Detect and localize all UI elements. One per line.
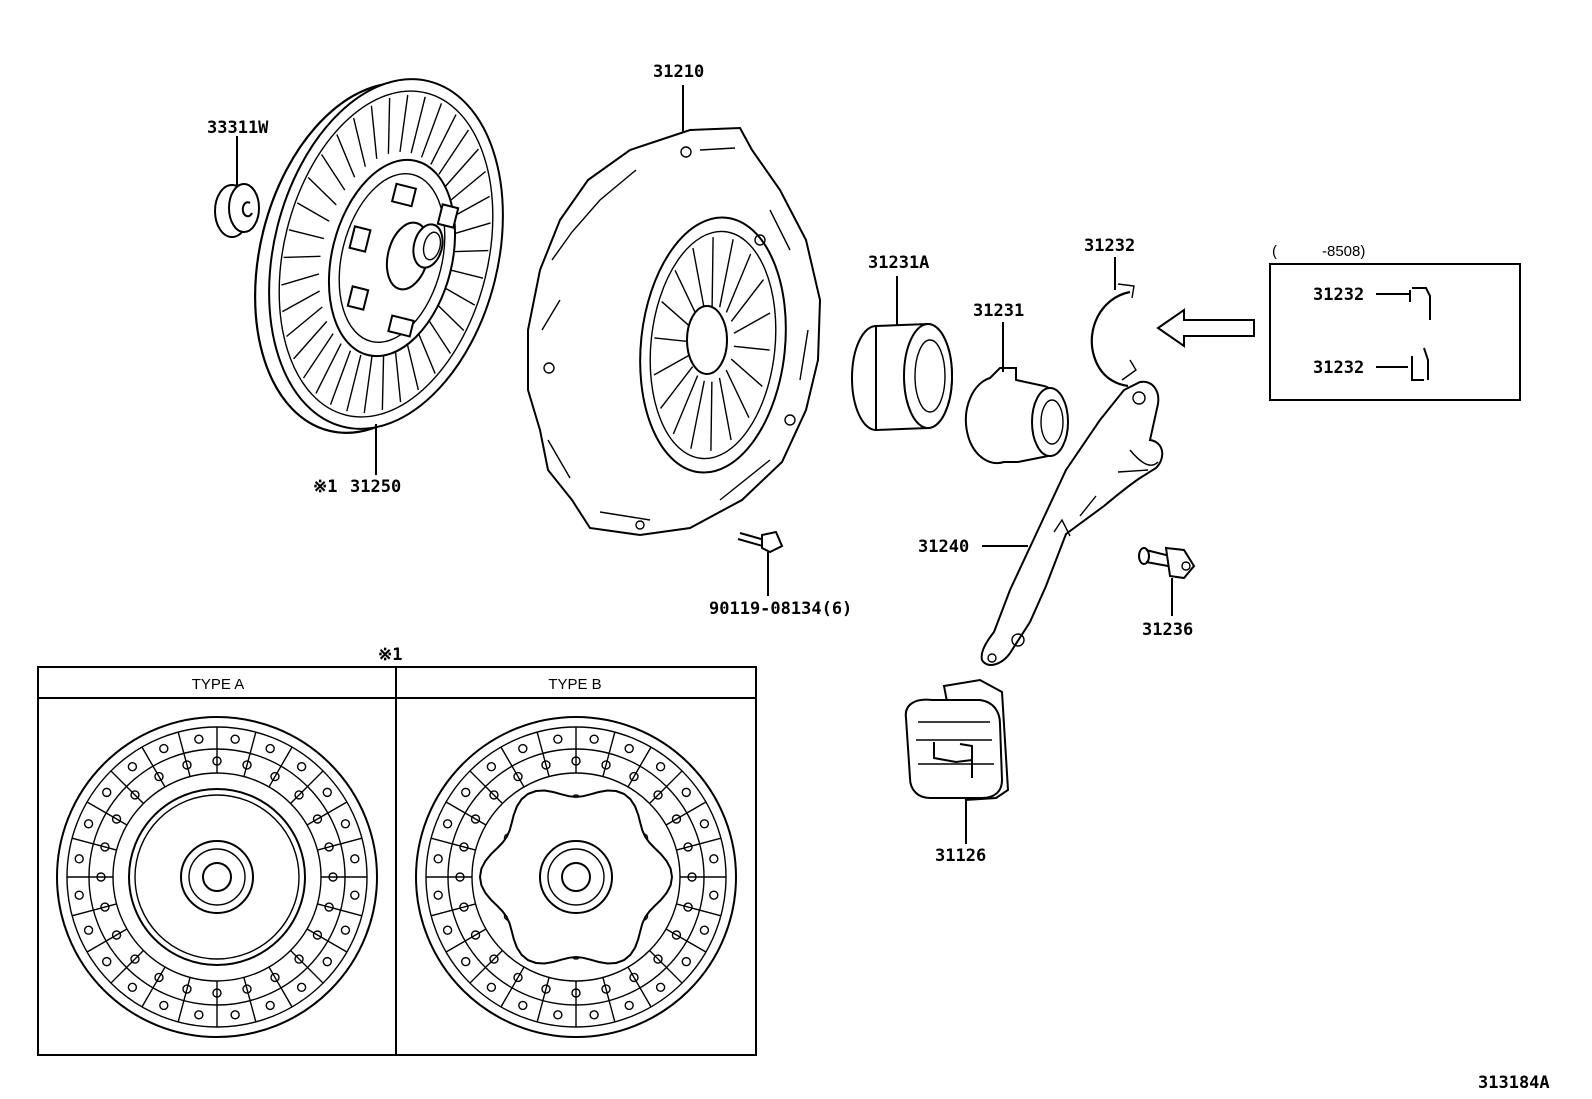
inset-range-end: -8508) (1322, 243, 1365, 260)
variant-type-b-header: TYPE B (548, 676, 601, 693)
label-31126: 31126 (935, 846, 986, 866)
clutch-disc-31250[interactable] (220, 54, 537, 475)
inset-box-clip-variants (1269, 263, 1521, 401)
label-31231: 31231 (973, 301, 1024, 321)
bolt-90119-08134[interactable] (737, 530, 784, 596)
release-fork-31240[interactable] (980, 380, 1164, 666)
variant-table (37, 666, 757, 1056)
label-31232-main: 31232 (1084, 236, 1135, 256)
pivot-bolt-31236[interactable] (1138, 546, 1196, 616)
variant-note: ※1 (378, 645, 402, 665)
clutch-cover-31210[interactable] (527, 85, 822, 537)
clutch-disc-type-b (415, 716, 737, 1038)
boot-31126[interactable] (904, 678, 1010, 844)
release-bearing-31231a[interactable] (851, 276, 953, 432)
figure-id: 313184A (1478, 1073, 1550, 1093)
label-31240: 31240 (918, 537, 969, 557)
inset-range-open: ( (1272, 243, 1277, 260)
label-31236: 31236 (1142, 620, 1193, 640)
label-31232-inset-a: 31232 (1313, 285, 1364, 305)
pilot-bearing-33311w[interactable] (214, 136, 260, 238)
label-31250: 31250 (350, 477, 401, 497)
label-31231a: 31231A (868, 253, 929, 273)
release-hub-31231[interactable] (964, 322, 1069, 465)
label-90119-08134: 90119-08134(6) (709, 599, 852, 619)
label-31250-note: ※1 (313, 477, 337, 497)
label-33311w: 33311W (207, 118, 269, 138)
label-31232-inset-b: 31232 (1313, 358, 1364, 378)
clip-31232[interactable] (1090, 257, 1137, 388)
label-31210: 31210 (653, 62, 704, 82)
left-arrow-icon (1156, 308, 1255, 348)
clutch-disc-type-a (56, 716, 378, 1038)
variant-type-a-header: TYPE A (192, 676, 245, 693)
